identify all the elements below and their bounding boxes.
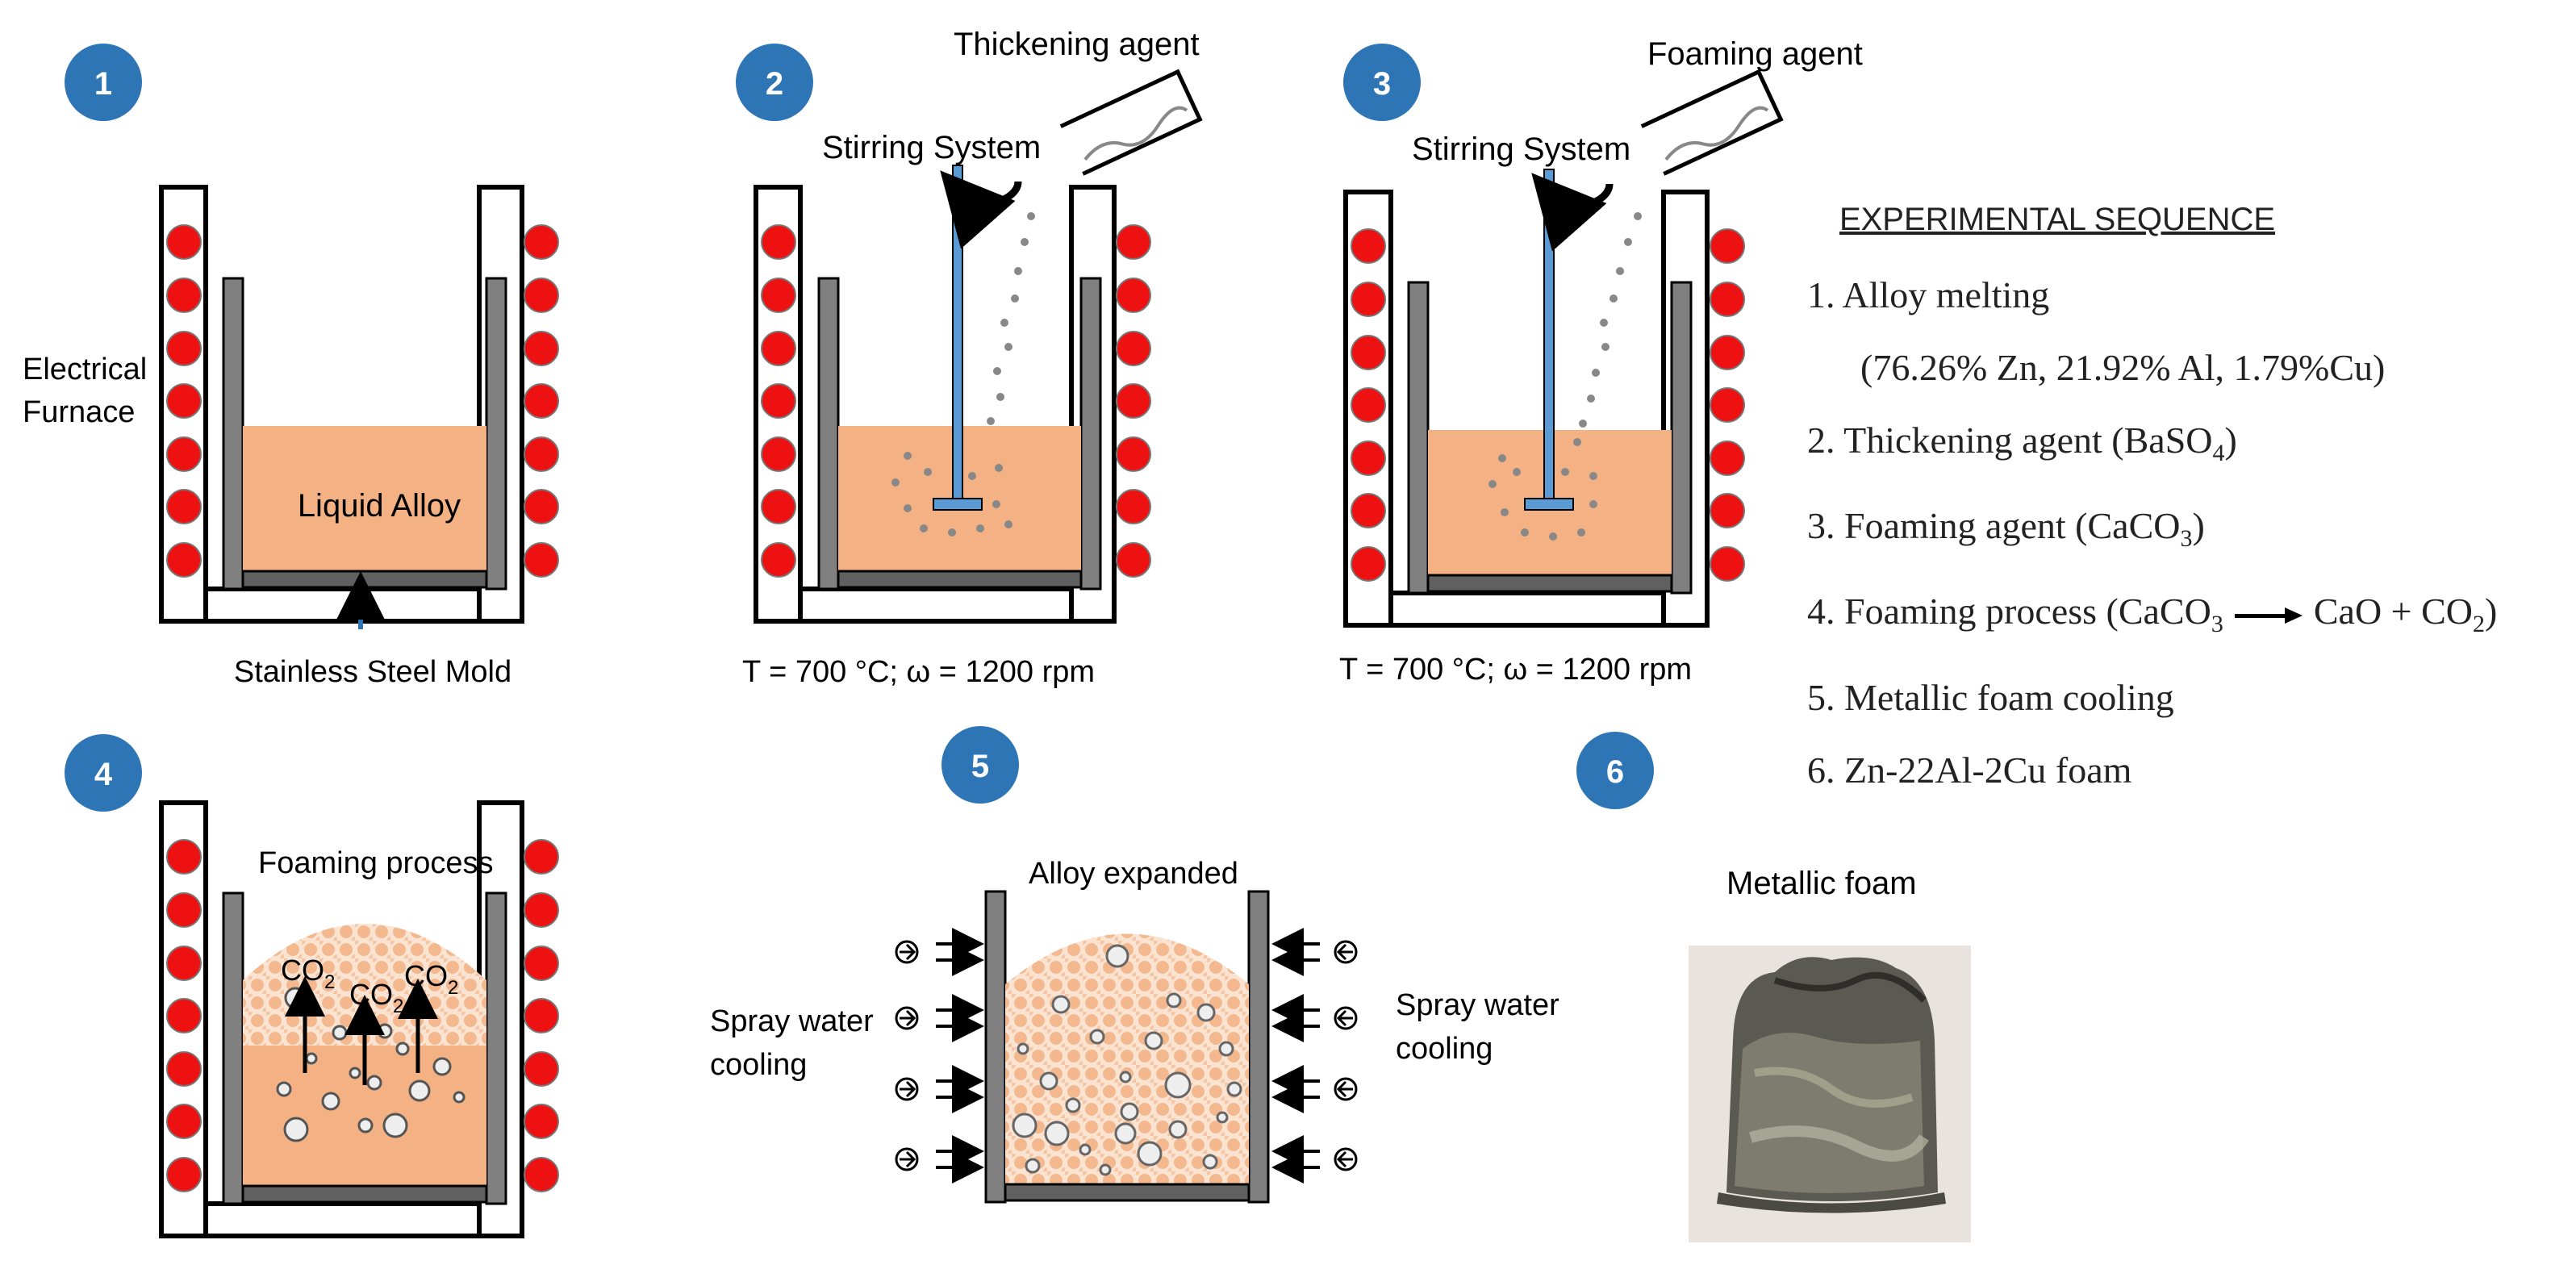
step-1-number: 1 — [94, 66, 112, 102]
sequence-title: EXPERIMENTAL SEQUENCE — [1839, 202, 2276, 237]
heating-elements-right — [524, 224, 559, 578]
co2-arrows — [285, 976, 438, 1085]
heating-elements-left — [166, 839, 202, 1192]
step-4-number: 4 — [94, 757, 113, 792]
step-3-number: 3 — [1373, 66, 1391, 102]
agent-label: Foaming agent — [1647, 36, 1863, 72]
furnace-label-2: Furnace — [23, 395, 135, 429]
step-3: 3 Foaming — [1339, 36, 1863, 687]
spray-left-label-1: Spray water — [710, 1004, 874, 1038]
rotation-arrow-icon — [940, 170, 1022, 249]
metallic-foam-photo — [1689, 946, 1971, 1242]
mold-base — [241, 570, 488, 589]
liquid-alloy — [243, 426, 486, 571]
step-2-badge — [736, 44, 813, 121]
thickening-particles — [891, 212, 1035, 536]
heating-elements-left — [1351, 228, 1386, 582]
rotation-arrow-icon — [1531, 173, 1614, 252]
sequence-item-3: 3. Foaming agent (CaCO3) — [1807, 505, 2205, 553]
sequence-item-5: 5. Metallic foam cooling — [1807, 676, 2174, 718]
furnace-label-1: Electrical — [23, 353, 147, 386]
sequence-item-2: 2. Thickening agent (BaSO4) — [1807, 420, 2237, 467]
step-6: 6 Metallic foam — [1576, 732, 1971, 1242]
conditions-label: T = 700 °C; ω = 1200 rpm — [1339, 653, 1692, 687]
step-5-number: 5 — [971, 749, 989, 784]
heating-elements-right — [1710, 228, 1745, 582]
reaction-arrow-icon — [2234, 607, 2303, 624]
step-4-badge — [65, 734, 142, 812]
heating-elements-right — [524, 839, 559, 1192]
mold-wall-left — [222, 277, 244, 591]
left-spray-nozzles — [895, 940, 919, 1171]
heating-elements-right — [1116, 224, 1151, 578]
spray-right-label-2: cooling — [1396, 1032, 1493, 1066]
step-5-badge — [941, 726, 1019, 804]
step-6-badge — [1576, 732, 1654, 809]
stirring-impeller — [933, 498, 983, 511]
alloy-expanded-label: Alloy expanded — [1029, 857, 1238, 891]
sequence-item-6: 6. Zn-22Al-2Cu foam — [1807, 749, 2132, 791]
step-2: 2 — [736, 27, 1203, 689]
mold-wall-right — [485, 277, 507, 591]
heating-elements-left — [761, 224, 796, 578]
stirring-label: Stirring System — [822, 130, 1041, 165]
agent-container — [1640, 69, 1784, 176]
co2-label-1: CO2 — [281, 954, 335, 993]
stirring-rod — [1543, 169, 1555, 505]
step-3-badge — [1343, 44, 1421, 121]
stirring-impeller — [1524, 498, 1574, 511]
spray-right-label-1: Spray water — [1396, 988, 1559, 1022]
right-spray-arrows — [1271, 928, 1320, 1184]
heating-elements-left — [166, 224, 202, 578]
step-5: 5 Alloy expanded — [710, 726, 1559, 1204]
sequence-item-1-detail: (76.26% Zn, 21.92% Al, 1.79%Cu) — [1860, 347, 2386, 388]
foaming-particles — [1488, 212, 1642, 541]
mold-label: Stainless Steel Mold — [234, 655, 511, 689]
foam-pores — [1012, 944, 1242, 1176]
experimental-sequence-panel: EXPERIMENTAL SEQUENCE 1. Alloy melting (… — [1807, 202, 2566, 825]
right-spray-nozzles — [1334, 940, 1358, 1171]
foaming-process-label: Foaming process — [258, 846, 493, 880]
agent-container — [1059, 69, 1203, 176]
step-2-number: 2 — [766, 66, 783, 102]
conditions-label: T = 700 °C; ω = 1200 rpm — [742, 655, 1095, 689]
step-1-badge — [65, 44, 142, 121]
metallic-foam-label: Metallic foam — [1726, 866, 1917, 901]
sequence-item-1: 1. Alloy melting — [1807, 274, 2050, 315]
step-6-number: 6 — [1606, 754, 1624, 790]
co2-label-3: CO2 — [404, 959, 458, 999]
stirring-label: Stirring System — [1412, 132, 1630, 167]
spray-left-label-2: cooling — [710, 1048, 807, 1082]
stirring-rod — [952, 165, 963, 505]
expanded-foam — [1005, 933, 1249, 1184]
step-4: 4 CO2 CO2 CO2 — [65, 734, 559, 1238]
gas-bubbles — [276, 987, 466, 1142]
step-1: 1 Liquid Alloy Electrical Furnace Stainl… — [23, 44, 559, 689]
liquid-alloy-label: Liquid Alloy — [298, 488, 461, 524]
left-spray-arrows — [936, 928, 984, 1184]
agent-label: Thickening agent — [954, 27, 1200, 62]
co2-label-2: CO2 — [349, 978, 403, 1017]
